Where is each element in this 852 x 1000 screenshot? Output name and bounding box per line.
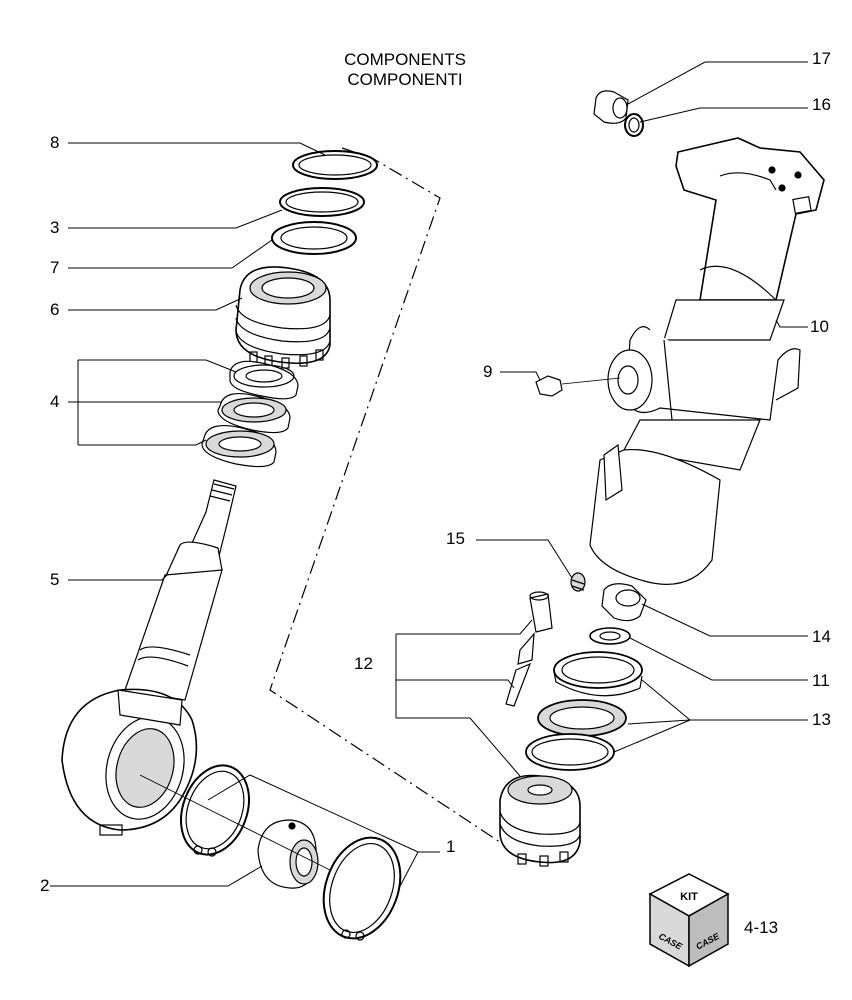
rod-5	[124, 479, 237, 701]
callout-9: 9	[483, 362, 493, 381]
callout-3: 3	[50, 218, 60, 237]
piston-head-6	[235, 266, 331, 369]
ring-3	[279, 187, 365, 217]
callout-5: 5	[50, 570, 60, 589]
title-english: COMPONENTS	[344, 50, 466, 69]
callout-12: 12	[354, 654, 373, 673]
kit-badge-icon: KIT CASE CASE	[648, 873, 730, 968]
bearing-4b	[217, 393, 291, 434]
ring-8	[292, 150, 378, 180]
bushing-2	[257, 819, 319, 889]
leader-lines	[50, 61, 808, 891]
nut-14	[601, 583, 647, 622]
callout-1: 1	[446, 837, 456, 856]
callout-10: 10	[810, 317, 829, 336]
cap-nut-17	[593, 90, 629, 124]
grub-screw-15	[570, 572, 586, 592]
callout-8: 8	[50, 133, 60, 152]
washer-11	[589, 627, 631, 645]
circlip-1a	[180, 764, 250, 857]
fitting-9	[535, 375, 621, 397]
diagram-title: COMPONENTS COMPONENTI	[300, 50, 510, 90]
callout-6: 6	[50, 300, 60, 319]
rod-eye-5	[61, 688, 198, 836]
bearing-4c	[201, 425, 277, 468]
piston-12	[499, 774, 581, 867]
page-number: 4-13	[744, 918, 779, 937]
callout-2: 2	[40, 876, 50, 895]
callout-17: 17	[812, 49, 831, 68]
callout-4: 4	[50, 392, 60, 411]
seal-13a	[553, 651, 643, 697]
o-ring-16	[624, 113, 644, 137]
seal-13b	[537, 699, 627, 737]
callout-13: 13	[812, 710, 831, 729]
callout-15: 15	[446, 529, 465, 548]
title-italian: COMPONENTI	[347, 70, 463, 89]
seal-13c	[525, 733, 615, 771]
seal-7	[271, 221, 357, 255]
kit-label: KIT	[680, 891, 698, 903]
callout-11: 11	[812, 671, 830, 690]
sleeve-12	[505, 591, 553, 707]
callout-14: 14	[812, 627, 831, 646]
assembly-centerline	[269, 147, 516, 853]
cylinder-barrel-10	[589, 137, 825, 585]
callout-7: 7	[50, 258, 60, 277]
callout-16: 16	[812, 95, 831, 114]
circlip-1b	[322, 836, 402, 941]
washer-4a	[229, 360, 299, 400]
